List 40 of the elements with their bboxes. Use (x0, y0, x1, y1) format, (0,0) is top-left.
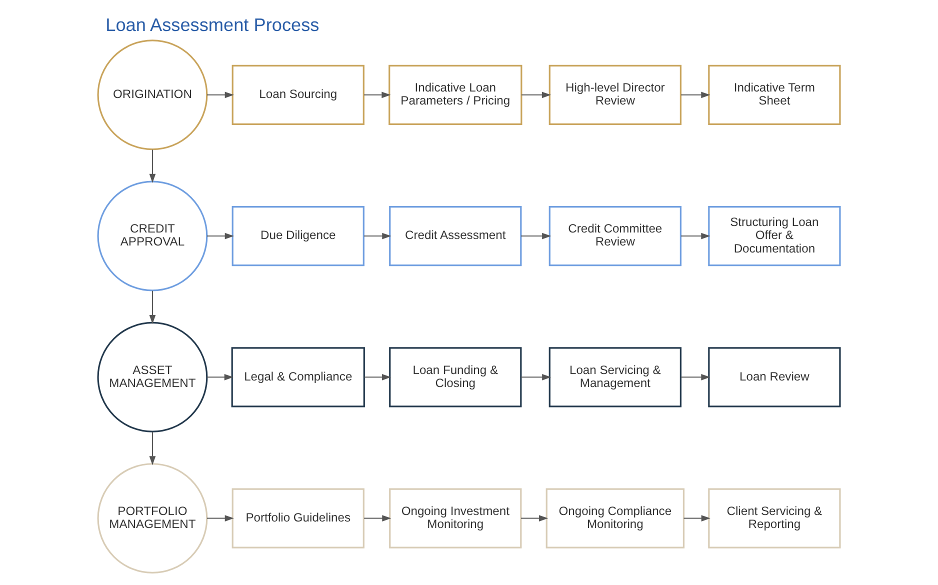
arrow (684, 515, 710, 522)
node-box: Ongoing Compliance Monitoring (546, 488, 685, 548)
arrow (206, 232, 234, 240)
node-box: Indicative Loan Parameters / Pricing (388, 64, 522, 125)
node-box: Ongoing Investment Monitoring (389, 488, 522, 548)
node-box: Client Servicing & Reporting (708, 488, 841, 548)
node-box: Loan Review (708, 347, 841, 408)
node-box: Credit Assessment (389, 206, 522, 266)
arrow (681, 374, 710, 380)
node-circle: ASSET MANAGEMENT (97, 322, 208, 432)
node-box: Credit Committee Review (548, 206, 682, 266)
arrow (681, 92, 710, 98)
node-box: Indicative Term Sheet (708, 64, 841, 125)
node-box: Structuring Loan Offer & Documentation (708, 206, 841, 266)
arrow (149, 150, 156, 183)
arrow (149, 290, 156, 324)
node-box: Loan Sourcing (232, 64, 364, 125)
arrow (206, 515, 234, 522)
diagram-title: Loan Assessment Process (106, 14, 320, 35)
arrow (206, 374, 234, 380)
node-circle: ORIGINATION (97, 40, 208, 150)
arrow (521, 232, 552, 240)
arrow (149, 432, 156, 466)
node-box: Loan Servicing & Management (548, 347, 682, 408)
arrow (364, 515, 392, 522)
arrow (521, 92, 552, 98)
arrow (364, 374, 392, 380)
node-box: High-level Director Review (548, 64, 682, 125)
node-circle: CREDIT APPROVAL (97, 180, 208, 292)
arrow (521, 515, 548, 522)
arrow (206, 92, 234, 98)
arrow (364, 232, 392, 240)
node-box: Legal & Compliance (231, 347, 365, 408)
node-box: Portfolio Guidelines (232, 488, 364, 548)
node-box: Due Diligence (232, 206, 364, 266)
node-box: Loan Funding & Closing (389, 347, 522, 408)
node-circle: PORTFOLIO MANAGEMENT (97, 463, 208, 574)
arrow (364, 92, 391, 98)
arrow (521, 374, 552, 380)
arrow (681, 232, 710, 240)
